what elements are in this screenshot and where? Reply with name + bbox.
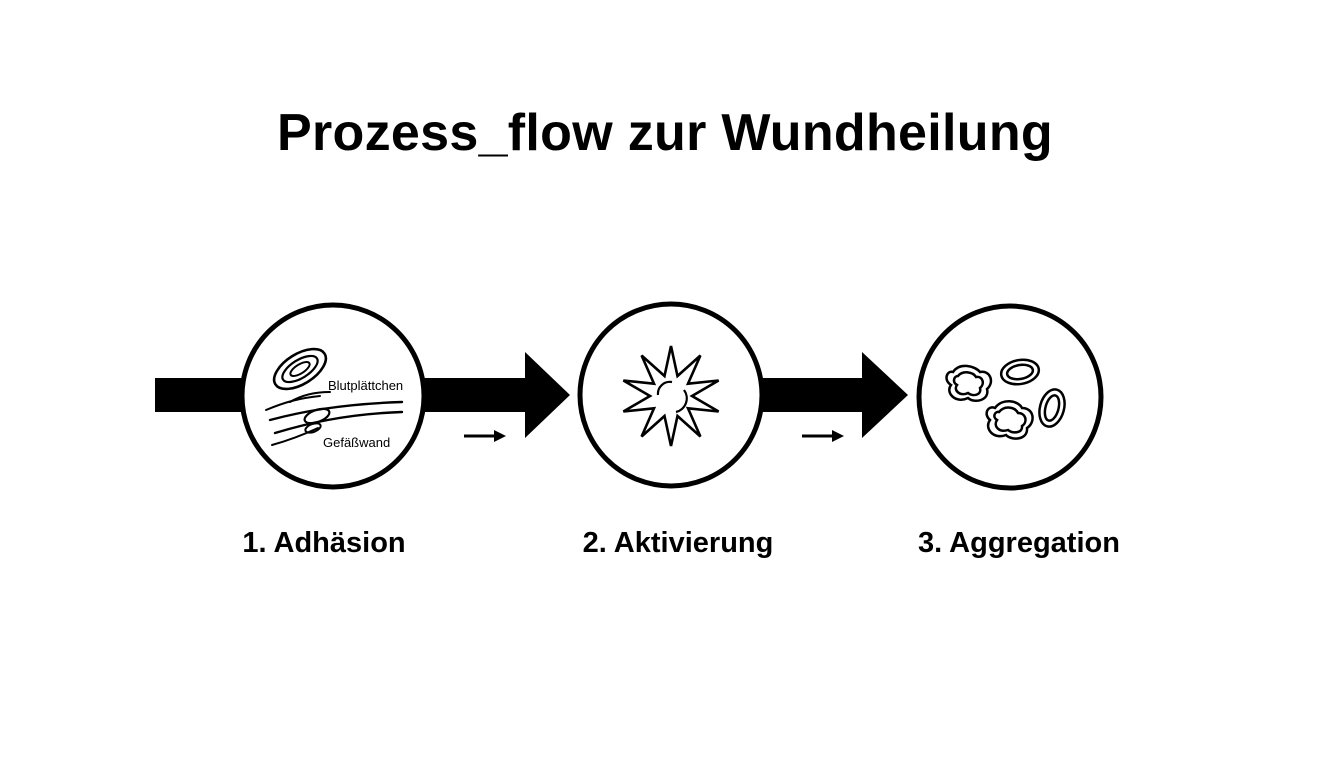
platelet-adhesion-icon (265, 347, 404, 446)
stage-3-label: 3. Aggregation (918, 527, 1120, 559)
stage-1-node: Blutplättchen Gefäßwand (239, 302, 427, 490)
small-arrow-1 (464, 430, 506, 442)
vessel-wall-label: Gefäßwand (323, 435, 390, 450)
platelet-cluster-icon (945, 358, 1066, 440)
platelets-label: Blutplättchen (328, 378, 403, 393)
stage-3-node (916, 303, 1104, 491)
diagram-title: Prozess_flow zur Wundheilung (277, 104, 1053, 162)
flow-arrow-2-to-3 (760, 352, 908, 438)
small-arrow-2 (802, 430, 844, 442)
stage-2-label: 2. Aktivierung (582, 527, 774, 559)
flow-arrow-1-to-2 (420, 352, 570, 438)
stage-1-label: 1. Adhäsion (242, 527, 406, 559)
stage-2-node (577, 301, 765, 489)
incoming-flow-bar (155, 378, 250, 412)
flow-arrows (155, 352, 908, 442)
activated-platelet-star-icon (622, 345, 720, 447)
